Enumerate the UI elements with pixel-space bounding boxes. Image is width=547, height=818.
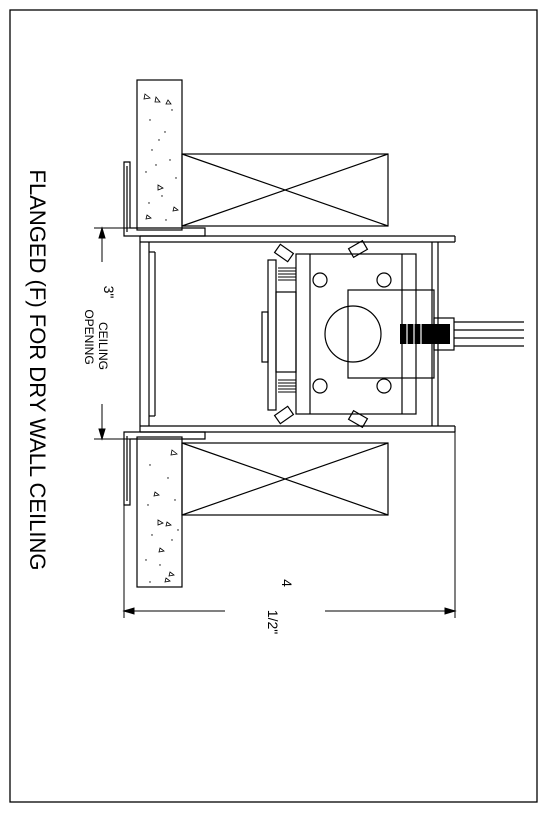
joist-bottom <box>181 442 389 516</box>
coil-spring-top <box>278 267 296 281</box>
drawing-title: FLANGED (F) FOR DRY WALL CEILING <box>25 170 50 571</box>
width-dim-whole: 4 <box>279 579 295 587</box>
conduit-connector <box>400 317 455 351</box>
opening-dim-word1: CEILING <box>96 322 110 370</box>
mounting-plate <box>261 239 369 429</box>
knockout-circle <box>324 305 382 363</box>
flange-trim-bottom <box>123 431 206 506</box>
housing-can <box>139 235 456 433</box>
coil-spring-bottom <box>278 379 296 393</box>
opening-dim-value: 3" <box>101 286 117 299</box>
dimension-ceiling-opening <box>94 226 140 441</box>
opening-dim-word2: OPENING <box>82 309 96 364</box>
drywall-panel-bottom <box>136 436 183 588</box>
sheet-border <box>9 9 538 803</box>
width-dim-fraction: 1/2" <box>265 610 281 634</box>
drywall-panel-top <box>136 79 183 231</box>
dimension-overall-width <box>122 432 457 618</box>
supply-wires <box>454 321 524 347</box>
flange-trim-top <box>123 161 206 237</box>
joist-top <box>181 153 389 227</box>
